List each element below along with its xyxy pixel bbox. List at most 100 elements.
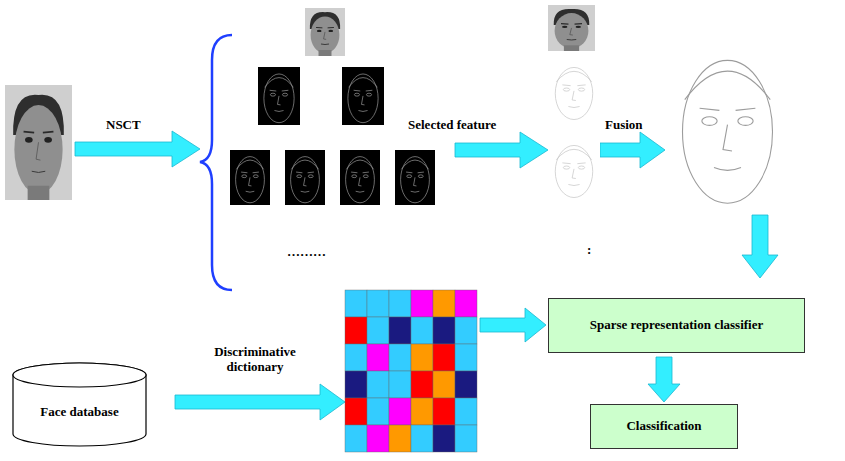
hair-contour [265, 78, 294, 88]
block-arrow-connector [648, 357, 680, 402]
dictionary-cell [455, 371, 477, 398]
image-frame [285, 150, 325, 205]
nose-contour [359, 177, 362, 186]
eye-contour [563, 166, 569, 169]
dictionary-cell [411, 371, 433, 398]
eye [328, 30, 333, 32]
nose [324, 32, 327, 39]
eye-contour [738, 117, 753, 126]
dictionary-cell [389, 290, 411, 317]
cylinder-body [13, 363, 146, 446]
neck [28, 186, 50, 200]
dictionary-cell [433, 371, 455, 398]
face-contour [401, 157, 430, 203]
eyebrow-contour [366, 90, 373, 92]
image-frame [230, 150, 270, 205]
nose-contour [723, 125, 732, 151]
eye-contour [354, 93, 359, 96]
dark-face-image [258, 67, 300, 125]
eye-contour [363, 175, 368, 178]
eye-contour [297, 175, 302, 178]
block-arrow [480, 308, 546, 342]
neck [319, 50, 332, 56]
face-contour [264, 74, 294, 123]
eye [562, 26, 567, 28]
nose-contour [249, 177, 252, 186]
mouth-contour [411, 191, 420, 193]
dictionary-cell [345, 398, 367, 425]
face-contour [555, 145, 592, 197]
arrow-label: Selected feature [408, 118, 496, 133]
block-arrow [600, 132, 665, 168]
eyebrow [328, 27, 334, 28]
eyebrow-contour [562, 162, 570, 164]
dictionary-cell [455, 398, 477, 425]
eye-contour [578, 88, 584, 91]
eyebrow-contour [736, 108, 756, 110]
dictionary-cell [455, 425, 477, 452]
dictionary-cell [433, 398, 455, 425]
nose [570, 28, 573, 35]
eye-contour [253, 175, 258, 178]
node-text: Classification [626, 419, 701, 434]
cylinder-top [13, 363, 146, 387]
dictionary-cell [411, 290, 433, 317]
image-frame [665, 40, 790, 210]
dictionary-cell [345, 344, 367, 371]
mouth-contour [274, 110, 283, 112]
dictionary-cell [411, 344, 433, 371]
nose-contour [414, 177, 417, 186]
fused-face-image [665, 40, 790, 210]
eyebrow-contour [282, 90, 289, 92]
mouth-contour [568, 185, 579, 186]
dictionary-cell [367, 398, 389, 425]
curly-brace [200, 35, 232, 290]
process-box: Sparse representation classifier [548, 298, 805, 353]
eye-contour [352, 175, 357, 178]
hair-contour [556, 149, 592, 159]
eye-contour [308, 175, 313, 178]
nose-contour [572, 169, 576, 179]
mouth-contour [358, 110, 367, 112]
dictionary-cell [389, 398, 411, 425]
eyebrow [575, 23, 582, 25]
eyebrow [24, 131, 35, 134]
dictionary-cell [345, 290, 367, 317]
dictionary-cell [345, 371, 367, 398]
dictionary-cell [367, 290, 389, 317]
eyebrow-contour [363, 172, 369, 174]
eyebrow-contour [700, 108, 720, 110]
dictionary-cell [433, 317, 455, 344]
hair-contour [291, 160, 318, 169]
image-frame [5, 85, 72, 200]
eyebrow-contour [577, 162, 585, 164]
hair-contour [349, 78, 378, 88]
dictionary-cell [389, 371, 411, 398]
dictionary-cell [389, 344, 411, 371]
image-frame [548, 138, 600, 200]
node-text: Face database [40, 405, 118, 420]
eyebrow-contour [562, 84, 570, 86]
mouth-contour [568, 107, 579, 108]
photo-face-image [5, 85, 72, 200]
eyebrow-contour [253, 172, 259, 174]
dictionary-cell [455, 290, 477, 317]
block-arrow [175, 384, 345, 420]
block-arrow [75, 131, 200, 167]
image-frame [340, 150, 380, 205]
face-skin [311, 16, 340, 53]
eye-contour [418, 175, 423, 178]
eye [44, 137, 52, 143]
arrow-label: NSCT [106, 118, 141, 133]
eye [317, 30, 322, 32]
ellipsis-mark: : [587, 243, 591, 258]
nose-contour [572, 91, 576, 101]
mouth-contour [356, 191, 365, 193]
mouth [32, 171, 46, 172]
dictionary-cell [367, 371, 389, 398]
hair-contour [346, 160, 373, 169]
image-frame [395, 150, 435, 205]
arrow-label: Fusion [605, 118, 643, 133]
dark-face-image [342, 67, 384, 125]
eyebrow-contour [418, 172, 424, 174]
